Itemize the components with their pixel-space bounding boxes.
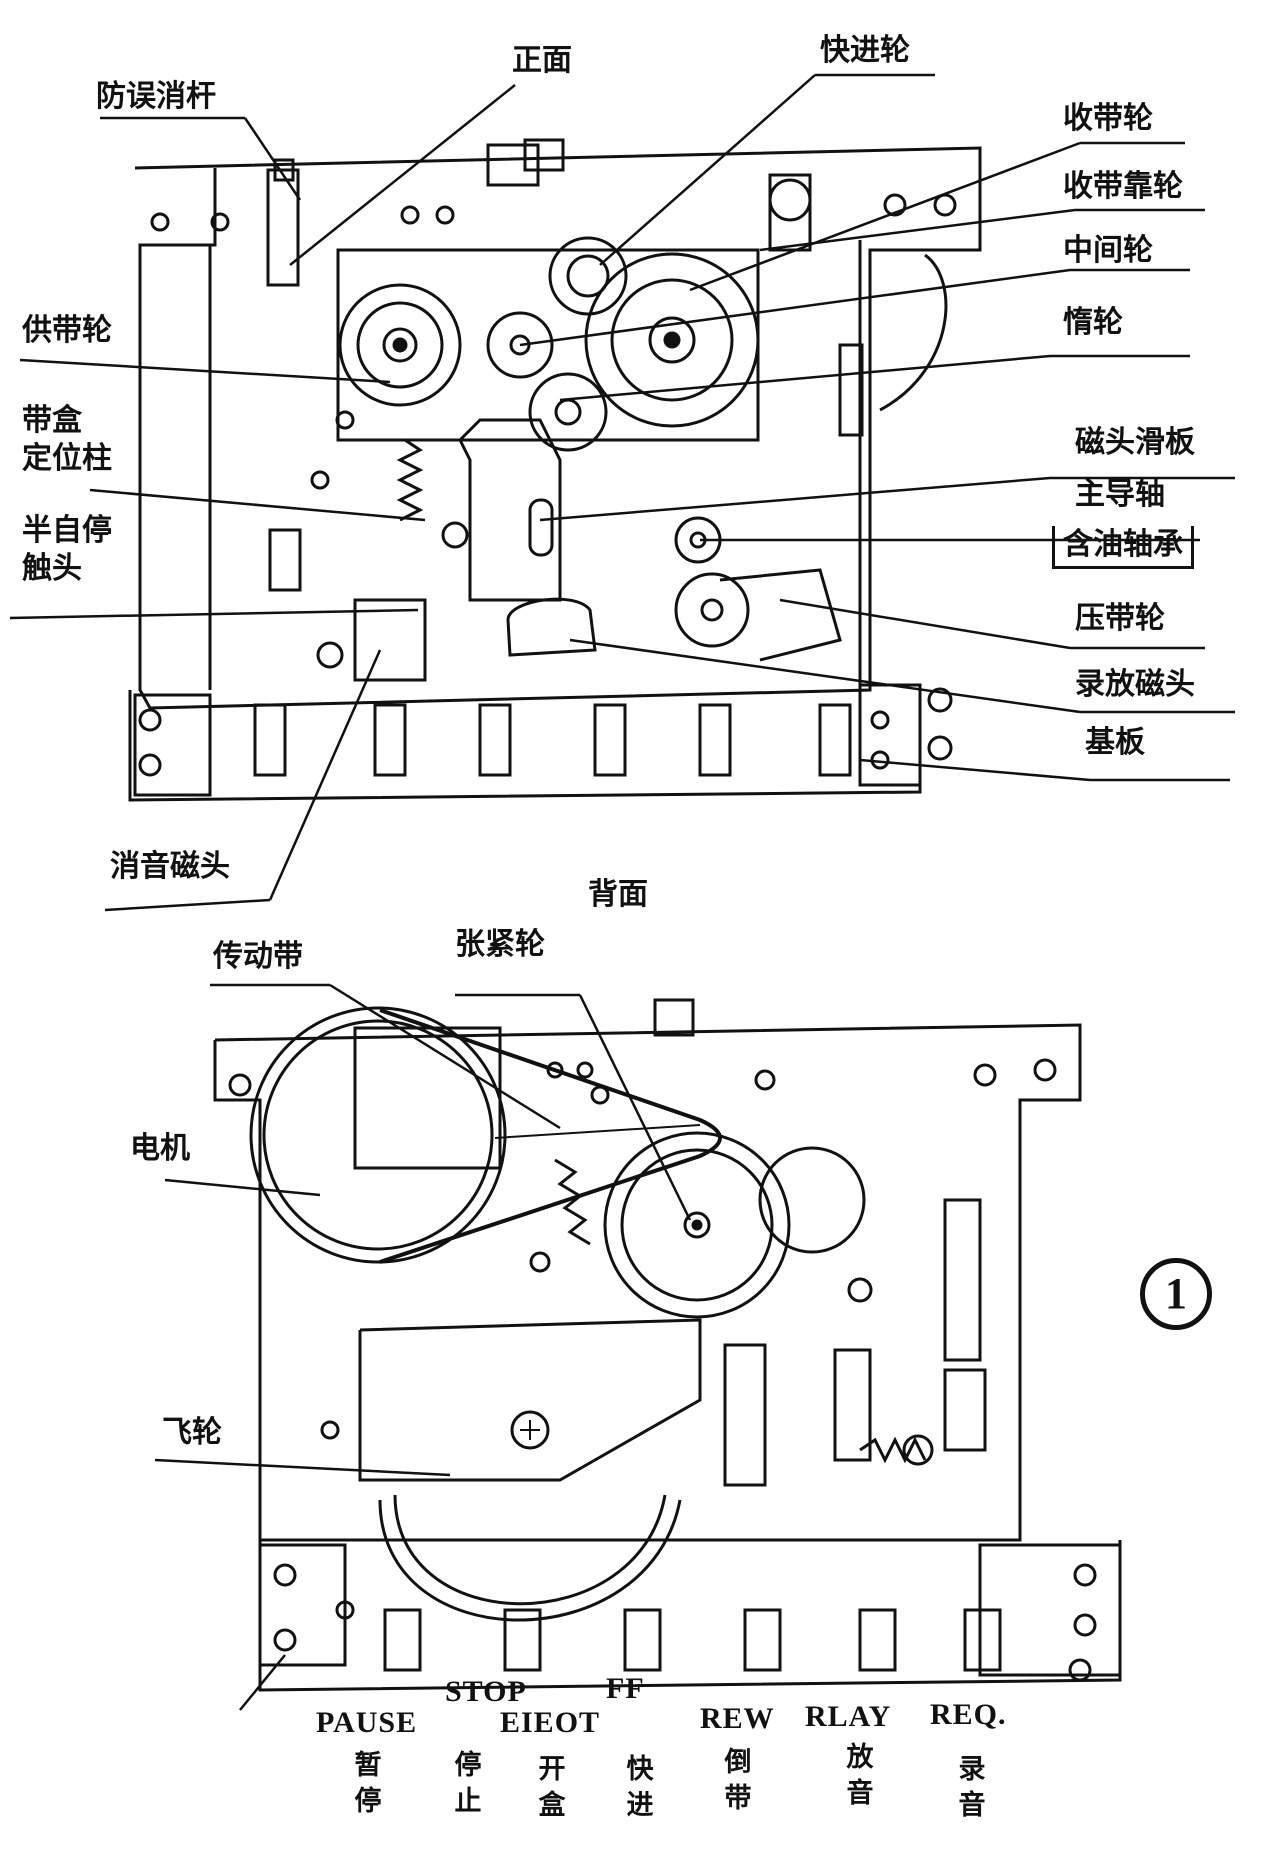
back-leader-lines bbox=[154, 983, 692, 1711]
head-slide-label: 磁头滑板 bbox=[1075, 425, 1195, 460]
cn-char: 音 bbox=[846, 1778, 874, 1809]
button-rew-cn: 倒 带 bbox=[718, 1745, 758, 1817]
button-rec-cn: 录 音 bbox=[952, 1752, 992, 1824]
rec-play-head-label: 录放磁头 bbox=[1075, 667, 1195, 702]
base-plate-label: 基板 bbox=[1085, 725, 1145, 760]
button-play-cn: 放 音 bbox=[840, 1740, 880, 1812]
cn-char: 停 bbox=[354, 1786, 382, 1817]
back-view-drawing bbox=[213, 998, 1122, 1692]
cn-char: 倒 bbox=[724, 1747, 752, 1778]
supply-reel-label: 供带轮 bbox=[22, 313, 112, 348]
cn-char: 录 bbox=[958, 1754, 986, 1785]
idler-label: 惰轮 bbox=[1063, 305, 1123, 340]
anti-erase-lever-label: 防误消杆 bbox=[96, 79, 216, 114]
front-view-drawing bbox=[128, 138, 982, 802]
button-play-label: RLAY bbox=[805, 1700, 892, 1733]
cn-char: 止 bbox=[454, 1786, 482, 1817]
button-eject-label: EIEOT bbox=[500, 1706, 601, 1739]
motor-label: 电机 bbox=[130, 1131, 190, 1166]
cassette-post-label: 带盒 定位柱 bbox=[22, 402, 142, 478]
cn-char: 快 bbox=[626, 1754, 654, 1785]
erase-head-label: 消音磁头 bbox=[110, 849, 230, 884]
button-pause-cn: 暂 停 bbox=[348, 1748, 388, 1820]
button-ff-cn: 快 进 bbox=[620, 1752, 660, 1824]
cn-char: 进 bbox=[626, 1790, 654, 1821]
cn-char: 带 bbox=[724, 1783, 752, 1814]
half-stop-label-line2: 触头 bbox=[22, 551, 82, 586]
front-view-title: 正面 bbox=[512, 43, 572, 78]
button-rec-label: REQ. bbox=[930, 1698, 1007, 1731]
cn-char: 放 bbox=[846, 1742, 874, 1773]
button-pause-label: PAUSE bbox=[316, 1706, 418, 1739]
cn-char: 停 bbox=[454, 1750, 482, 1781]
flywheel-label: 飞轮 bbox=[162, 1415, 222, 1450]
belt-label: 传动带 bbox=[213, 939, 303, 974]
takeup-reel-label: 收带轮 bbox=[1063, 101, 1153, 136]
button-eject-cn: 开 盒 bbox=[532, 1752, 572, 1824]
button-rew-label: REW bbox=[700, 1702, 775, 1735]
tension-wheel-label: 张紧轮 bbox=[455, 927, 545, 962]
cassette-post-label-line2: 定位柱 bbox=[22, 441, 112, 476]
oil-bearing-label: 含油轴承 bbox=[1052, 526, 1194, 569]
capstan-label: 主导轴 bbox=[1075, 477, 1165, 512]
button-ff-label: FF bbox=[606, 1672, 645, 1705]
half-stop-label-line1: 半自停 bbox=[22, 513, 112, 548]
cn-char: 盒 bbox=[538, 1790, 566, 1821]
half-stop-contact-label: 半自停 触头 bbox=[22, 512, 142, 588]
cn-char: 暂 bbox=[354, 1750, 382, 1781]
cassette-post-label-line1: 带盒 bbox=[22, 403, 82, 438]
ff-wheel-label: 快进轮 bbox=[820, 33, 910, 68]
button-stop-label: STOP bbox=[445, 1675, 527, 1708]
cn-char: 音 bbox=[958, 1790, 986, 1821]
middle-wheel-label: 中间轮 bbox=[1063, 233, 1153, 268]
back-view-title: 背面 bbox=[588, 877, 648, 912]
pinch-roller-label: 压带轮 bbox=[1075, 601, 1165, 636]
cn-char: 开 bbox=[538, 1754, 566, 1785]
button-stop-cn: 停 止 bbox=[448, 1748, 488, 1820]
figure-number-badge: 1 bbox=[1140, 1258, 1212, 1330]
takeup-idler-label: 收带靠轮 bbox=[1063, 169, 1183, 204]
front-leader-lines bbox=[9, 73, 1235, 912]
